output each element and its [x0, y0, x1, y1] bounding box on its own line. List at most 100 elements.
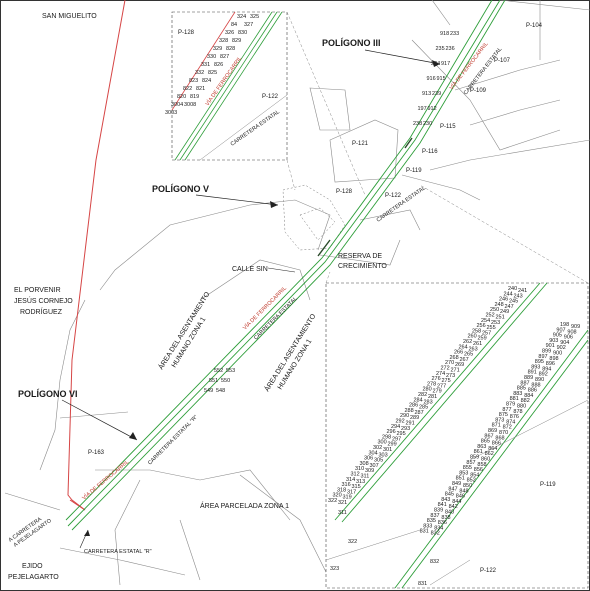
- point-label: 851: [456, 476, 465, 482]
- point-label: 882: [521, 398, 530, 404]
- point-label: 860: [481, 457, 490, 463]
- point-label: 899: [542, 349, 551, 355]
- point-label: 876: [510, 414, 519, 420]
- point-label: 879: [506, 402, 515, 408]
- point-label: 265: [464, 352, 473, 358]
- svg-text:RESERVA DE: RESERVA DE: [338, 253, 382, 260]
- point-label: 294: [391, 424, 400, 430]
- point-label: 290: [400, 413, 409, 419]
- point-label: 240: [508, 286, 517, 292]
- road-center-dark: [317, 137, 413, 257]
- point-label: 311: [338, 510, 347, 516]
- point-label: 878: [513, 409, 522, 415]
- point-label: 858: [477, 462, 486, 468]
- point-label: 907: [556, 327, 565, 333]
- point-label: 301: [383, 447, 392, 453]
- svg-text:EJIDO: EJIDO: [22, 563, 43, 570]
- point-label: 282: [418, 392, 427, 398]
- point-label: 863: [477, 444, 486, 450]
- point-label: 865: [481, 439, 490, 445]
- point-label: 866: [492, 441, 501, 447]
- area-parcelada-label: ÁREA PARCELADA ZONA 1: [200, 501, 289, 510]
- point-label: 826: [214, 62, 223, 68]
- point-label: 321: [338, 500, 347, 506]
- point-label: 895: [535, 359, 544, 365]
- poligono-vi-arrow: [61, 399, 138, 441]
- point-label: 832: [430, 559, 439, 565]
- point-label: 828: [226, 46, 235, 52]
- point-label: 844: [452, 499, 461, 505]
- point-label: 266: [454, 350, 463, 356]
- point-label: 257: [482, 330, 491, 336]
- point-label: 867: [484, 433, 493, 439]
- point-label: 891: [528, 370, 537, 376]
- point-label: 296: [387, 429, 396, 435]
- point-label: 256: [477, 323, 486, 329]
- point-label: 289: [410, 415, 419, 421]
- parcel-label: P-128: [178, 30, 195, 36]
- point-label: 848: [459, 488, 468, 494]
- reserva-label: RESERVA DE CRECIMIENTO: [338, 253, 387, 270]
- point-label: 549: [204, 388, 213, 394]
- calle-sn-leader: [267, 267, 296, 273]
- point-label: 302: [373, 445, 382, 451]
- point-label: 243: [514, 293, 523, 299]
- poligono-v-label: POLÍGONO V: [152, 184, 209, 194]
- point-label: 295: [397, 431, 406, 437]
- arrow-head: [129, 432, 137, 440]
- point-label: 292: [396, 419, 405, 425]
- point-label: 893: [531, 364, 540, 370]
- point-label: 862: [485, 451, 494, 457]
- point-label: 312: [351, 472, 360, 478]
- point-label: 832: [431, 531, 440, 537]
- point-label: 332: [195, 70, 204, 76]
- poligono-iii-arrow: [364, 49, 441, 65]
- point-label: 252: [486, 313, 495, 319]
- point-label: 842: [449, 504, 458, 510]
- point-label: 322: [328, 498, 337, 504]
- point-label: 861: [474, 449, 483, 455]
- svg-text:JESÚS CORNEJO: JESÚS CORNEJO: [14, 296, 73, 305]
- point-label: 322: [348, 539, 357, 545]
- poligono-iii-label: POLÍGONO III: [322, 38, 381, 48]
- point-label: 315: [352, 484, 361, 490]
- point-label: 3004: [171, 102, 183, 108]
- point-label: 326: [225, 30, 234, 36]
- red-boundary: [67, 0, 126, 511]
- point-label: 873: [495, 417, 504, 423]
- point-label: 310: [355, 466, 364, 472]
- point-label: 850: [463, 483, 472, 489]
- point-label: 283: [424, 399, 433, 405]
- point-label: 888: [531, 382, 540, 388]
- point-label: 261: [473, 341, 482, 347]
- point-label: 3008: [184, 102, 196, 108]
- point-label: 905: [553, 333, 562, 339]
- point-label: 235: [436, 46, 445, 52]
- top-inset: P-128 P-122 CARRETERA ESTATAL VÍA DE FER…: [165, 11, 366, 196]
- place-el-porvenir: EL PORVENIR JESÚS CORNEJO RODRÍGUEZ: [14, 287, 73, 316]
- point-label: 320: [333, 493, 342, 499]
- point-label: 198: [560, 322, 569, 328]
- point-label: 855: [463, 465, 472, 471]
- point-label: 245: [509, 299, 518, 305]
- point-label: 285: [419, 405, 428, 411]
- point-label: 852: [467, 478, 476, 484]
- point-label: 271: [451, 368, 460, 374]
- point-label: 297: [392, 436, 401, 442]
- point-label: 239: [432, 91, 441, 97]
- point-label: 293: [401, 426, 410, 432]
- parcel-label: P-119: [540, 482, 556, 488]
- point-label: 837: [430, 513, 439, 519]
- point-label: 917: [441, 61, 450, 67]
- point-label: 820: [177, 94, 186, 100]
- arrow-head: [270, 201, 278, 208]
- point-label: 847: [448, 486, 457, 492]
- point-label: 892: [539, 372, 548, 378]
- point-label: 823: [189, 78, 198, 84]
- point-label: 819: [190, 94, 199, 100]
- point-label: 328: [219, 38, 228, 44]
- point-label: 886: [528, 388, 537, 394]
- point-label: 316: [342, 482, 351, 488]
- point-label: 825: [208, 70, 217, 76]
